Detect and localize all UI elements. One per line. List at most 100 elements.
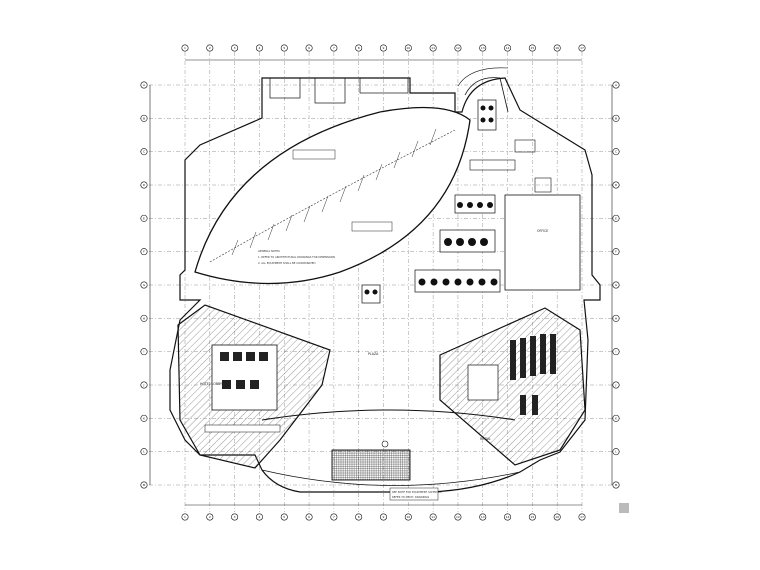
- row-bubble-label: L: [615, 450, 617, 454]
- column-bubble: [379, 513, 387, 521]
- column-bubble: [206, 44, 214, 52]
- row-bubble-label: L: [143, 450, 145, 454]
- column-bubble: [305, 44, 313, 52]
- column-bubble: [528, 513, 536, 521]
- row-bubble: [612, 281, 620, 289]
- column-bubble-label: 9: [383, 515, 385, 519]
- column-bubble: [528, 44, 536, 52]
- column-bubble: [479, 513, 487, 521]
- row-bubble-label: G: [143, 283, 146, 287]
- column-bubble-label: 2: [209, 515, 211, 519]
- column-bubble: [404, 44, 412, 52]
- column-bubble-label: 4: [258, 515, 260, 519]
- column-bubble: [355, 513, 363, 521]
- column-bubble-label: 12: [456, 515, 460, 519]
- column-bubble-label: 8: [358, 515, 360, 519]
- legend-line-2: REFER TO MECH. DRAWINGS: [392, 495, 429, 499]
- row-bubble: [140, 414, 148, 422]
- column-bubble-label: 13: [481, 46, 485, 50]
- column-bubble-label: 11: [431, 46, 435, 50]
- retail-label: RETAIL: [480, 437, 491, 441]
- column-bubble-label: 10: [406, 46, 410, 50]
- row-bubble: [140, 214, 148, 222]
- column-bubble-label: 14: [506, 46, 510, 50]
- row-bubble-label: A: [143, 83, 146, 87]
- column-bubble: [280, 513, 288, 521]
- scale-marker: [619, 503, 629, 513]
- column-bubble: [504, 44, 512, 52]
- row-bubble-label: E: [143, 216, 145, 220]
- column-bubble-label: 5: [283, 46, 285, 50]
- column-bubble-label: 3: [234, 515, 236, 519]
- row-bubble-label: I: [616, 350, 617, 354]
- legend-line-1: SEE NOTE FOR EQUIPMENT SCHEDULE: [392, 490, 442, 494]
- note-line-2: 2. ALL EQUIPMENT SHALL BE COORDINATED: [258, 261, 315, 265]
- row-bubble: [140, 481, 148, 489]
- column-bubble-label: 16: [555, 515, 559, 519]
- row-bubble: [612, 214, 620, 222]
- row-bubble: [140, 114, 148, 122]
- row-bubble: [140, 314, 148, 322]
- column-bubble-label: 11: [431, 515, 435, 519]
- column-bubble: [181, 44, 189, 52]
- grid-bubbles: 1122334455667788991010111112121313141415…: [140, 44, 620, 521]
- atrium-leaf: [194, 106, 471, 285]
- row-bubble: [612, 148, 620, 156]
- column-bubble: [454, 513, 462, 521]
- row-bubble-label: I: [144, 350, 145, 354]
- row-bubble-label: K: [615, 416, 618, 420]
- row-bubble-label: D: [143, 183, 146, 187]
- column-bubble-label: 15: [530, 46, 534, 50]
- column-bubble: [330, 44, 338, 52]
- column-bubble: [206, 513, 214, 521]
- column-bubble: [553, 513, 561, 521]
- office-label: OFFICE: [537, 229, 548, 233]
- plaza-label: PLAZA: [368, 352, 379, 356]
- top-left-rooms: [261, 77, 409, 118]
- column-bubble: [479, 44, 487, 52]
- row-bubble: [612, 414, 620, 422]
- row-bubble-label: G: [615, 283, 618, 287]
- column-bubble: [553, 44, 561, 52]
- row-bubble: [140, 81, 148, 89]
- row-bubble: [140, 281, 148, 289]
- column-bubble-label: 8: [358, 46, 360, 50]
- row-bubble: [612, 81, 620, 89]
- row-bubble-label: D: [615, 183, 618, 187]
- column-bubble-label: 10: [406, 515, 410, 519]
- row-bubble: [140, 348, 148, 356]
- equipment-blocks: [361, 99, 581, 304]
- right-core: [439, 307, 586, 466]
- column-bubble: [429, 44, 437, 52]
- column-bubble-label: 15: [530, 515, 534, 519]
- left-core: [177, 304, 331, 469]
- column-bubble-label: 16: [555, 46, 559, 50]
- row-bubble: [140, 248, 148, 256]
- column-bubble-label: 3: [234, 46, 236, 50]
- column-bubble: [578, 513, 586, 521]
- row-bubble-label: B: [615, 116, 617, 120]
- row-bubble-label: K: [143, 416, 146, 420]
- column-bubble: [504, 513, 512, 521]
- row-bubble: [140, 381, 148, 389]
- row-bubble-label: J: [143, 383, 145, 387]
- row-bubble: [612, 314, 620, 322]
- column-bubble-label: 17: [580, 46, 584, 50]
- row-bubble: [612, 481, 620, 489]
- column-bubble-label: 2: [209, 46, 211, 50]
- column-bubble: [429, 513, 437, 521]
- column-bubble: [355, 44, 363, 52]
- row-bubble-label: F: [615, 250, 617, 254]
- row-bubble: [140, 448, 148, 456]
- row-bubble-label: C: [615, 150, 617, 154]
- row-bubble-label: B: [143, 116, 145, 120]
- column-bubble: [578, 44, 586, 52]
- column-bubble: [181, 513, 189, 521]
- labels: HOTEL LOBBY OFFICE PLAZA RETAIL GENERAL …: [200, 229, 548, 501]
- column-bubble-label: 7: [333, 515, 335, 519]
- row-bubble: [140, 148, 148, 156]
- row-bubble-label: E: [615, 216, 617, 220]
- row-bubble: [612, 348, 620, 356]
- column-bubble-label: 12: [456, 46, 460, 50]
- row-bubble: [140, 181, 148, 189]
